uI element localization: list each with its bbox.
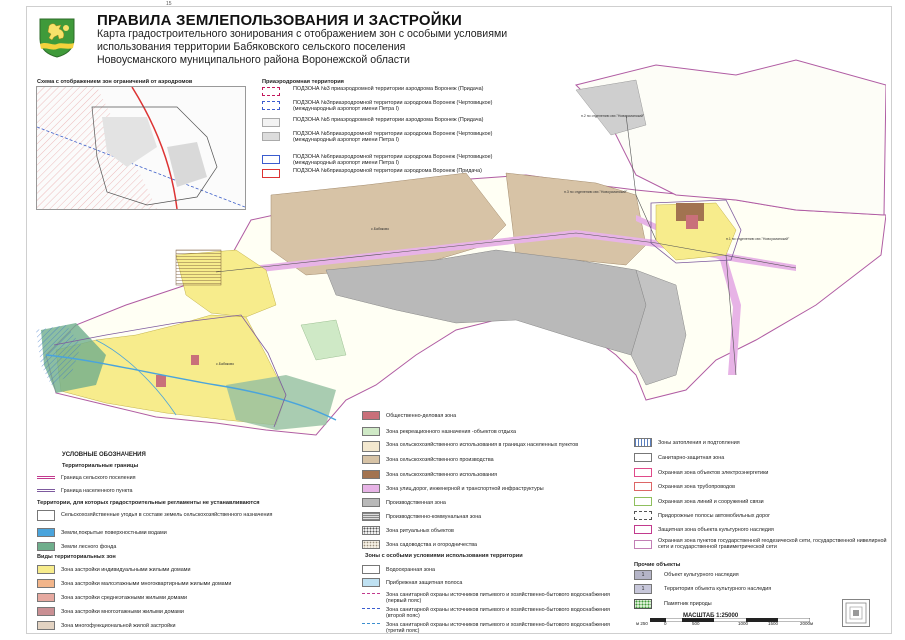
- inset-zone-arc-red: [131, 87, 178, 209]
- agri-zone-strip: [505, 172, 647, 266]
- stream-line: [95, 339, 177, 416]
- stamp-icon: [842, 599, 870, 627]
- map-label-settlement-1: п.1 по отделению свх."Новоусманский": [726, 237, 790, 241]
- inset-title: Схема с отображением зон ограничений от …: [37, 79, 193, 85]
- legend-no-reg-title: Территории, для которых градостроительны…: [37, 500, 260, 506]
- scale-tick-0: м 250: [636, 621, 648, 626]
- inset-aerodrome-map: [36, 86, 246, 210]
- public-zone-2: [191, 355, 199, 365]
- road-line-north: [625, 114, 657, 241]
- legend-other-title: Прочие объекты: [634, 562, 681, 568]
- scale-tick-2: 500: [692, 621, 700, 626]
- page-subtitle-line-3: Новоусманского муниципального района Вор…: [97, 54, 410, 66]
- map-label-babyakovo-2: с.Бабяково: [216, 362, 234, 366]
- page-subtitle-line-1: Карта градостроительного зонирования с о…: [97, 28, 508, 40]
- public-zone-3: [686, 215, 698, 229]
- water-zone-west: [36, 325, 81, 385]
- zoning-map[interactable]: п.2 по отделению свх."Новоусманский" п.3…: [36, 55, 886, 535]
- river-line: [45, 354, 337, 421]
- public-zone-1: [156, 375, 166, 387]
- scale-title: МАСШТАБ 1:25000: [683, 613, 739, 619]
- industrial-zone-east: [630, 269, 687, 386]
- coat-of-arms-icon: [39, 18, 75, 58]
- road-line-east: [725, 254, 737, 376]
- page-number: 15: [166, 1, 172, 7]
- scale-tick-5: 2000м: [800, 621, 814, 626]
- recreation-zone: [300, 319, 347, 361]
- map-label-settlement-3: п.3 по отделению свх."Новоусманский": [564, 190, 628, 194]
- airport-legend-title: Приаэродромная территория: [262, 79, 344, 85]
- north-east-area: [575, 59, 886, 216]
- locality-boundary-west: [53, 314, 287, 428]
- scale-bar: [650, 618, 810, 622]
- page-subtitle-line-2: использования территории Бабяковского се…: [97, 41, 406, 53]
- industrial-zone-north: [575, 79, 647, 136]
- forest-zone-south: [226, 375, 336, 430]
- inset-zone-arc-blue: [37, 126, 245, 208]
- locality-boundary-east: [650, 199, 742, 264]
- legend-borders-title: Территориальные границы: [62, 463, 139, 469]
- inset-settlement-outline: [91, 106, 218, 206]
- map-label-settlement-2: п.2 по отделению свх."Новоусманский": [581, 114, 645, 118]
- page-title: ПРАВИЛА ЗЕМЛЕПОЛЬЗОВАНИЯ И ЗАСТРОЙКИ: [97, 12, 463, 29]
- legend-special-title: Зоны с особыми условиями использования т…: [365, 553, 523, 559]
- sheet-frame: [26, 6, 892, 634]
- scale-tick-4: 1500: [768, 621, 779, 626]
- map-label-babyakovo-1: с.Бабяково: [371, 227, 389, 231]
- legend-zones-title: Виды территориальных зон: [37, 554, 116, 560]
- legend-heading: УСЛОВНЫЕ ОБОЗНАЧЕНИЯ: [62, 452, 146, 458]
- agri-use-field: [175, 249, 222, 286]
- scale-tick-1: 0: [664, 621, 667, 626]
- scale-tick-3: 1000: [738, 621, 749, 626]
- residential-zone-west: [55, 314, 287, 426]
